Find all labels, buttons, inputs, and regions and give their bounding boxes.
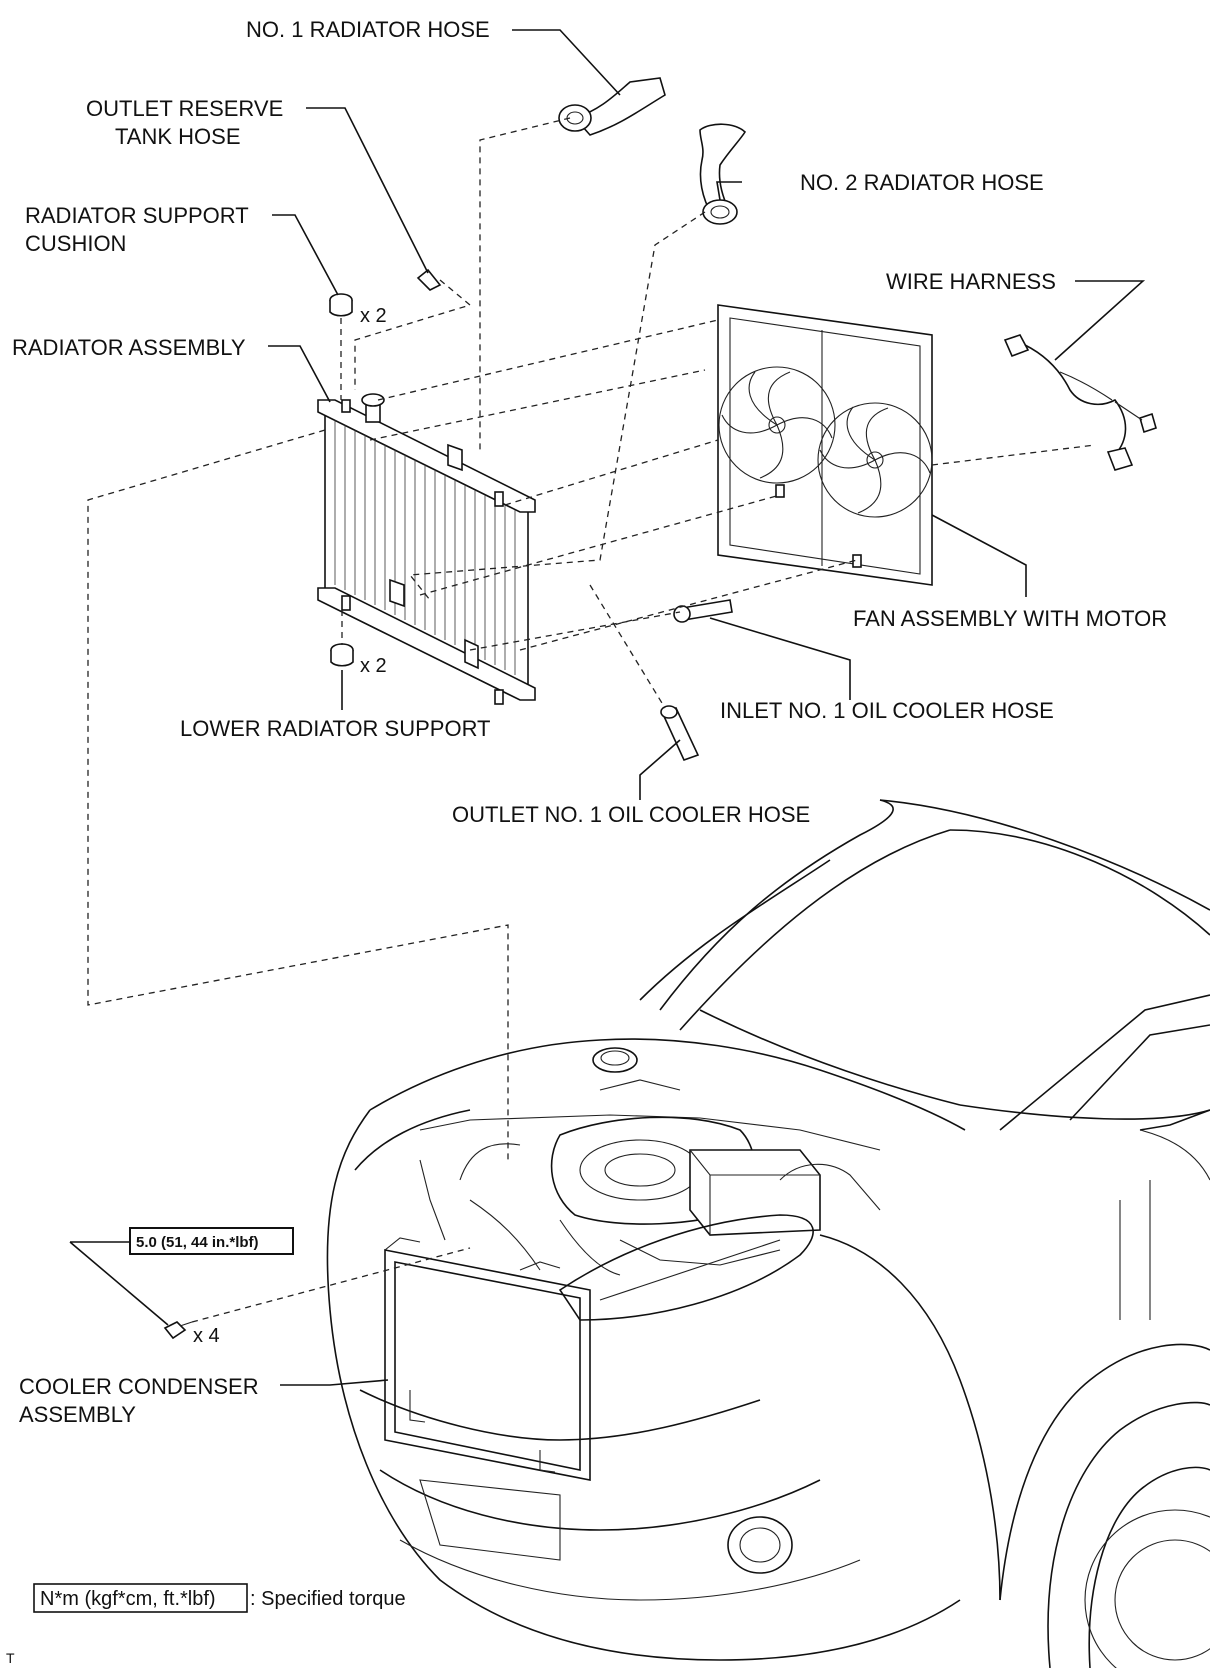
legend-description: : Specified torque — [250, 1588, 406, 1610]
legend: N*m (kgf*cm, ft.*lbf) : Specified torque — [33, 1583, 406, 1613]
label-outlet-reserve-tank-hose-line2: TANK HOSE — [115, 124, 241, 149]
qty-lower-radiator-support: x 2 — [360, 655, 387, 677]
vehicle-front-illustration — [326, 799, 1210, 1668]
radiator-support-cushion — [329, 293, 353, 317]
label-radiator-support-cushion-line2: CUSHION — [25, 231, 126, 256]
label-fan-assembly-with-motor: FAN ASSEMBLY WITH MOTOR — [853, 606, 1167, 631]
condenser-bolt — [163, 1321, 193, 1340]
qty-condenser-bolts: x 4 — [193, 1325, 220, 1347]
torque-spec-callout: 5.0 (51, 44 in.*lbf) — [129, 1227, 294, 1255]
label-outlet-reserve-tank-hose-line1: OUTLET RESERVE — [86, 96, 283, 121]
fan-assembly-with-motor — [717, 304, 933, 586]
fan-right — [817, 402, 933, 518]
inlet-no1-oil-cooler-hose — [673, 599, 733, 623]
label-radiator-support-cushion-line1: RADIATOR SUPPORT — [25, 203, 249, 228]
corner-mark: T — [6, 1650, 15, 1666]
fan-left — [718, 366, 836, 484]
callout-labels: NO. 1 RADIATOR HOSE OUTLET RESERVE TANK … — [12, 17, 1167, 1427]
label-outlet-no1-oil-cooler-hose: OUTLET NO. 1 OIL COOLER HOSE — [452, 802, 810, 827]
assembly-reference-lines — [87, 117, 1096, 1323]
outlet-no1-oil-cooler-hose — [660, 705, 700, 762]
leader-lines — [69, 29, 1146, 1386]
qty-radiator-support-cushion: x 2 — [360, 305, 387, 327]
legend-unit-box: N*m (kgf*cm, ft.*lbf) — [40, 1588, 216, 1610]
radiator-assembly — [317, 393, 536, 705]
label-lower-radiator-support: LOWER RADIATOR SUPPORT — [180, 716, 491, 741]
torque-spec-value: 5.0 (51, 44 in.*lbf) — [136, 1234, 259, 1251]
label-cooler-condenser-assembly-line1: COOLER CONDENSER — [19, 1374, 259, 1399]
cooler-condenser-assembly — [384, 1237, 591, 1481]
radiator-core-fins — [334, 420, 516, 675]
no2-radiator-hose — [699, 123, 747, 225]
outlet-reserve-tank-hose — [416, 268, 442, 291]
wire-harness — [1003, 334, 1157, 471]
label-no1-radiator-hose: NO. 1 RADIATOR HOSE — [246, 17, 490, 42]
label-radiator-assembly: RADIATOR ASSEMBLY — [12, 335, 246, 360]
label-cooler-condenser-assembly-line2: ASSEMBLY — [19, 1402, 136, 1427]
no1-radiator-hose — [558, 77, 666, 136]
label-no2-radiator-hose: NO. 2 RADIATOR HOSE — [800, 170, 1044, 195]
label-wire-harness: WIRE HARNESS — [886, 269, 1056, 294]
label-inlet-no1-oil-cooler-hose: INLET NO. 1 OIL COOLER HOSE — [720, 698, 1054, 723]
lower-radiator-support — [330, 643, 354, 667]
